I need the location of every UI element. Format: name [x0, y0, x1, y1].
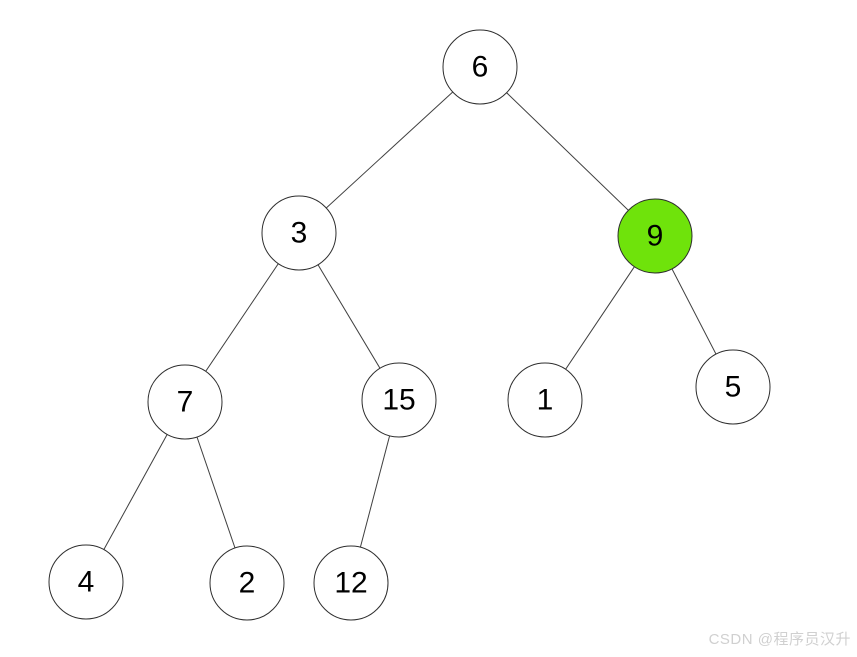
tree-node-12: 12: [313, 545, 389, 621]
node-label-9: 9: [647, 220, 664, 253]
edge-6-3: [298, 66, 481, 234]
node-circle-3: [261, 195, 337, 271]
node-circle-1: [507, 362, 583, 438]
node-label-1: 1: [537, 384, 554, 417]
tree-node-2: 2: [209, 545, 285, 621]
csdn-watermark: CSDN @程序员汉升: [708, 631, 851, 648]
node-circle-12: [313, 545, 389, 621]
node-label-6: 6: [472, 51, 489, 84]
node-label-2: 2: [239, 567, 256, 600]
node-circle-7: [147, 364, 223, 440]
node-circle-5: [695, 349, 771, 425]
node-label-5: 5: [725, 371, 742, 404]
node-circle-15: [361, 362, 437, 438]
node-circle-6: [442, 29, 518, 105]
node-label-3: 3: [291, 217, 308, 250]
node-circle-9: [617, 198, 693, 274]
tree-node-4: 4: [48, 544, 124, 620]
node-circle-2: [209, 545, 285, 621]
tree-node-9: 9: [617, 198, 693, 274]
tree-node-15: 15: [361, 362, 437, 438]
node-label-4: 4: [78, 566, 95, 599]
tree-node-6: 6: [442, 29, 518, 105]
node-circle-4: [48, 544, 124, 620]
tree-node-7: 7: [147, 364, 223, 440]
node-label-12: 12: [334, 567, 367, 600]
tree-node-1: 1: [507, 362, 583, 438]
node-label-15: 15: [382, 384, 415, 417]
tree-node-3: 3: [261, 195, 337, 271]
node-label-7: 7: [177, 386, 194, 419]
edge-6-9: [479, 66, 656, 237]
tree-node-5: 5: [695, 349, 771, 425]
